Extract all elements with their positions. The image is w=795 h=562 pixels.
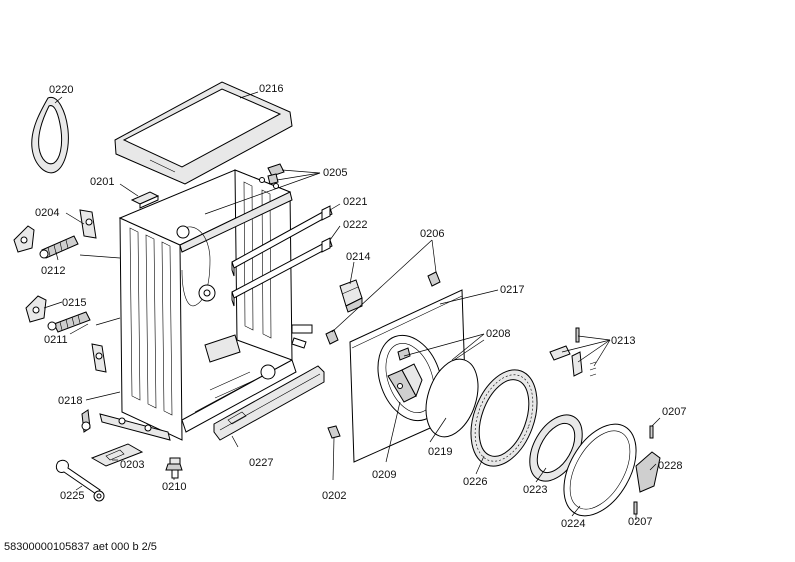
label-0206: 0206 (420, 228, 444, 240)
document-footer-code: 58300000105837 aet 000 b 2/5 (4, 541, 157, 553)
part-0206-hook (427, 271, 441, 287)
label-0217: 0217 (500, 284, 524, 296)
part-0215-clamp (25, 295, 47, 323)
part-0211-damper (47, 311, 91, 333)
part-0222-rail (231, 237, 333, 307)
label-0212: 0212 (41, 265, 65, 277)
label-0222: 0222 (343, 219, 367, 231)
part-0224-outer-ring (563, 423, 637, 517)
label-0227: 0227 (249, 457, 273, 469)
label-0224: 0224 (561, 518, 585, 530)
label-0205: 0205 (323, 167, 347, 179)
label-0228: 0228 (658, 460, 682, 472)
part-0201-clip (130, 191, 160, 209)
part-0213-lever (549, 327, 597, 377)
label-0214: 0214 (346, 251, 370, 263)
part-0208-pins (397, 347, 411, 361)
part-0227-plinth (213, 365, 325, 441)
part-0228-handle (635, 451, 661, 493)
label-0215: 0215 (62, 297, 86, 309)
label-0223: 0223 (523, 484, 547, 496)
part-0216-worktop (114, 81, 293, 185)
label-0202: 0202 (322, 490, 346, 502)
label-0225: 0225 (60, 490, 84, 502)
part-0225-wrench (55, 459, 105, 502)
part-0205-clips (267, 163, 285, 185)
part-0218-bar (81, 409, 171, 441)
label-0211: 0211 (44, 334, 68, 346)
label-0219: 0219 (428, 446, 452, 458)
label-0201: 0201 (90, 176, 114, 188)
part-bracket-lower (91, 343, 107, 373)
part-0221-rail (231, 205, 333, 277)
label-0210: 0210 (162, 481, 186, 493)
label-0213: 0213 (611, 335, 635, 347)
label-0209: 0209 (372, 469, 396, 481)
part-0212-damper (13, 225, 79, 259)
label-0221: 0221 (343, 196, 367, 208)
part-0226-door-ring (470, 369, 538, 467)
cabinet-housing (118, 169, 313, 441)
label-0226: 0226 (463, 476, 487, 488)
part-0210-foot (165, 457, 183, 479)
label-0207-bottom: 0207 (628, 516, 652, 528)
part-labels: 0220 0216 0201 0205 0221 0204 0222 0206 … (35, 83, 686, 530)
part-0202-clip (325, 329, 341, 439)
label-0220: 0220 (49, 84, 73, 96)
label-0218: 0218 (58, 395, 82, 407)
part-0209-hinge (387, 363, 423, 403)
part-0203-plate (90, 443, 144, 467)
part-0220-seal (31, 96, 69, 174)
label-0204: 0204 (35, 207, 59, 219)
label-0208: 0208 (486, 328, 510, 340)
label-0203: 0203 (120, 459, 144, 471)
label-0216: 0216 (259, 83, 283, 95)
part-0219-seal (425, 358, 479, 438)
label-0207-top: 0207 (662, 406, 686, 418)
part-0204-bracket (79, 209, 97, 239)
leader-lines (43, 91, 661, 520)
